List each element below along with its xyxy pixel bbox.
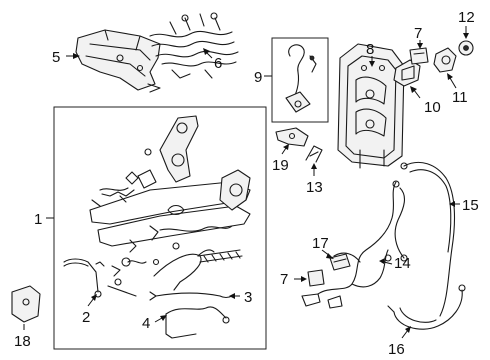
callout-6: 6 (214, 55, 222, 72)
part-10-recliner-handle (393, 59, 421, 87)
callout-10: 10 (424, 99, 441, 116)
part-7-upper-clip (409, 47, 429, 65)
callout-3: 3 (244, 289, 252, 306)
callout-9: 9 (254, 69, 262, 86)
callout-7-upper: 7 (414, 25, 422, 42)
part-3-cable (149, 249, 233, 301)
callout-8: 8 (366, 41, 374, 58)
part-14-wire-harness (301, 180, 400, 309)
part-2-slide-rod (63, 257, 137, 298)
callout-13: 13 (306, 179, 323, 196)
part-15-cable (394, 161, 455, 317)
callout-12: 12 (458, 9, 475, 26)
part-6-seat-spring-mat (149, 12, 239, 79)
part-16-cable (387, 284, 466, 330)
part-9-group-box (271, 37, 329, 123)
callout-19: 19 (272, 157, 289, 174)
part-7-lower-connector (307, 269, 325, 287)
callout-labels: 5 6 1 2 3 4 9 8 7 10 11 12 19 13 17 7 14… (14, 9, 479, 358)
callout-11: 11 (452, 89, 468, 106)
part-4-cable (165, 306, 230, 339)
part-9-lumbar-cable (285, 44, 317, 113)
part-5-seat-cushion-frame (75, 29, 161, 93)
callout-5: 5 (52, 49, 60, 66)
callout-1: 1 (34, 211, 42, 228)
part-1-group-box (53, 106, 267, 350)
part-11-knob-cover (433, 47, 457, 73)
part-1-seat-adjuster-assembly (89, 115, 251, 266)
callout-4: 4 (142, 315, 150, 332)
leader-lines (23, 26, 469, 339)
callout-15: 15 (462, 197, 479, 214)
callout-2: 2 (82, 309, 90, 326)
part-19-bracket (275, 127, 309, 147)
part-18-side-cover (11, 285, 41, 323)
callout-17: 17 (312, 235, 329, 252)
callout-16: 16 (388, 341, 405, 358)
part-12-knob (458, 40, 474, 56)
callout-7-lower: 7 (280, 271, 288, 288)
callout-18: 18 (14, 333, 31, 350)
part-8-seat-back-frame (337, 43, 405, 169)
part-13-clip (305, 145, 323, 163)
callout-14: 14 (394, 255, 411, 272)
part-17-connector (329, 253, 351, 271)
